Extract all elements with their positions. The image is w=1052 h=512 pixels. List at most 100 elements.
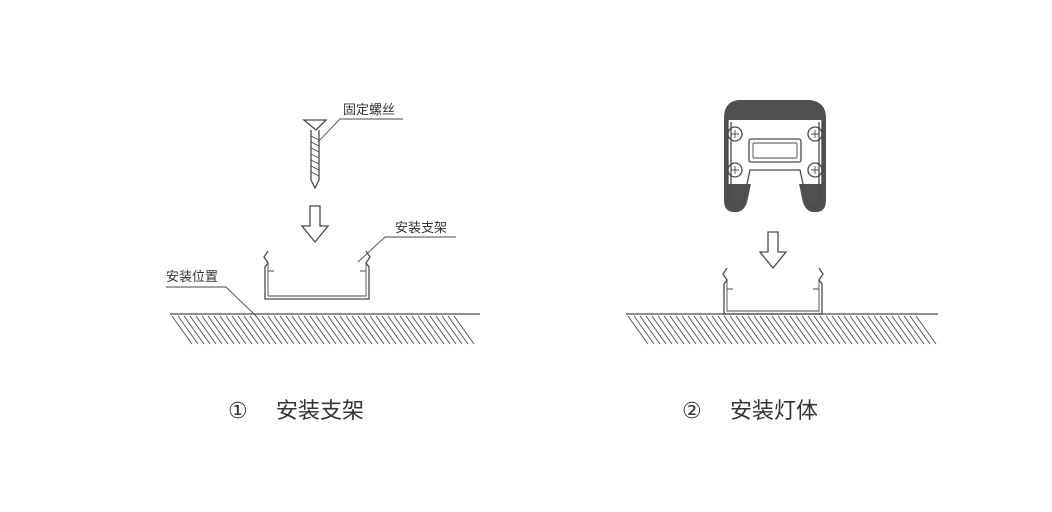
hatch-line — [651, 315, 673, 345]
step-2-number: ② — [682, 399, 702, 424]
hatch-line — [663, 315, 685, 345]
hatch-line — [171, 315, 193, 345]
hatch-line — [915, 315, 937, 345]
step-1-panel: 固定螺丝 安装支架 安装位置 ① — [166, 103, 480, 424]
hatch-line — [363, 315, 385, 345]
hatch-line — [819, 315, 841, 345]
hatch-line — [717, 315, 739, 345]
hatch-line — [387, 315, 409, 345]
hatch-line — [441, 315, 463, 345]
hatch-line — [453, 315, 475, 345]
hatch-line — [831, 315, 853, 345]
hatch-line — [813, 315, 835, 345]
hatch-line — [639, 315, 661, 345]
hatch-line — [627, 315, 649, 345]
hatch-line — [309, 315, 331, 345]
screw-label-text: 固定螺丝 — [343, 103, 395, 118]
hatch-line — [855, 315, 877, 345]
hatch-line — [867, 315, 889, 345]
hatch-line — [405, 315, 427, 345]
hatch-line — [255, 315, 277, 345]
hatch-line — [825, 315, 847, 345]
hatch-line — [861, 315, 883, 345]
hatch-line — [237, 315, 259, 345]
hatch-line — [279, 315, 301, 345]
hatch-line — [357, 315, 379, 345]
hatch-line — [669, 315, 691, 345]
down-arrow-icon — [758, 231, 788, 270]
hatch-line — [795, 315, 817, 345]
screw-icon — [302, 119, 328, 190]
ground-hatch-icon — [626, 313, 938, 345]
hatch-line — [897, 315, 919, 345]
hatch-line — [447, 315, 469, 345]
step-2-caption: ② 安装灯体 — [682, 399, 818, 424]
hatch-line — [711, 315, 733, 345]
hatch-line — [261, 315, 283, 345]
hatch-line — [801, 315, 823, 345]
hatch-line — [225, 315, 247, 345]
hatch-line — [423, 315, 445, 345]
lamp-body-icon — [724, 100, 826, 212]
hatch-line — [285, 315, 307, 345]
hatch-line — [435, 315, 457, 345]
hatch-line — [195, 315, 217, 345]
hatch-line — [189, 315, 211, 345]
step-1-number: ① — [228, 399, 248, 424]
position-label-text: 安装位置 — [166, 270, 218, 285]
hatch-line — [747, 315, 769, 345]
hatch-line — [657, 315, 679, 345]
hatch-line — [411, 315, 433, 345]
bracket-label-text: 安装支架 — [395, 221, 447, 236]
step-2-panel: ② 安装灯体 — [626, 100, 938, 424]
hatch-line — [207, 315, 229, 345]
hatch-line — [273, 315, 295, 345]
bracket-icon — [263, 250, 371, 300]
hatch-line — [375, 315, 397, 345]
hatch-line — [291, 315, 313, 345]
step-1-title: 安装支架 — [276, 399, 364, 424]
hatch-line — [783, 315, 805, 345]
hatch-line — [321, 315, 343, 345]
hatch-line — [327, 315, 349, 345]
hatch-line — [231, 315, 253, 345]
hatch-line — [177, 315, 199, 345]
hatch-line — [807, 315, 829, 345]
hatch-line — [381, 315, 403, 345]
hatch-line — [849, 315, 871, 345]
hatch-line — [885, 315, 907, 345]
position-label: 安装位置 — [166, 270, 257, 317]
hatch-line — [369, 315, 391, 345]
mounting-screws — [727, 126, 823, 178]
hatch-line — [687, 315, 709, 345]
hatch-line — [843, 315, 865, 345]
hatch-line — [213, 315, 235, 345]
hatch-line — [837, 315, 859, 345]
hatch-line — [243, 315, 265, 345]
hatch-line — [879, 315, 901, 345]
step-2-title: 安装灯体 — [730, 399, 818, 424]
down-arrow-icon — [300, 205, 330, 244]
hatch-line — [909, 315, 931, 345]
hatch-line — [393, 315, 415, 345]
hatch-line — [645, 315, 667, 345]
hatch-line — [765, 315, 787, 345]
step-1-caption: ① 安装支架 — [228, 399, 364, 424]
hatch-line — [771, 315, 793, 345]
hatch-line — [417, 315, 439, 345]
hatch-line — [201, 315, 223, 345]
hatch-line — [723, 315, 745, 345]
hatch-line — [633, 315, 655, 345]
bracket-label: 安装支架 — [357, 221, 456, 263]
screw-label: 固定螺丝 — [317, 103, 403, 143]
hatch-line — [891, 315, 913, 345]
hatch-line — [429, 315, 451, 345]
hatch-line — [903, 315, 925, 345]
hatch-line — [339, 315, 361, 345]
hatch-line — [735, 315, 757, 345]
hatch-line — [873, 315, 895, 345]
hatch-line — [759, 315, 781, 345]
hatch-line — [333, 315, 355, 345]
hatch-line — [399, 315, 421, 345]
